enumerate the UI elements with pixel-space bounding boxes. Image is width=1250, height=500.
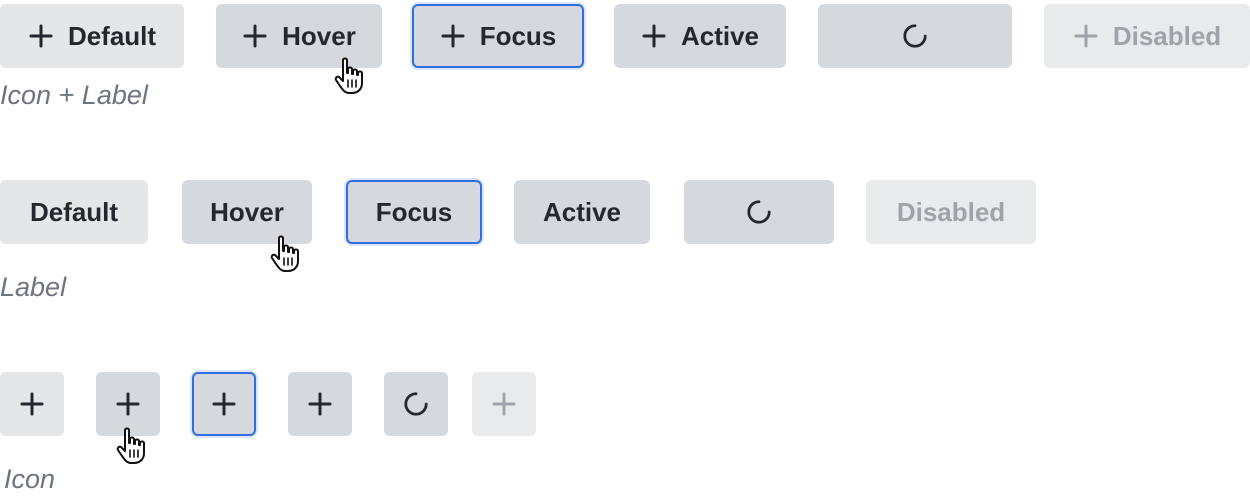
plus-icon — [19, 391, 45, 417]
icon-label-focus-button[interactable]: Focus — [412, 4, 584, 68]
label-loading-button[interactable] — [684, 180, 834, 244]
plus-icon — [641, 23, 667, 49]
button-label: Default — [29, 196, 119, 227]
icon-focus-button[interactable] — [192, 372, 256, 436]
button-label: Focus — [479, 20, 557, 51]
spinner-icon — [746, 199, 772, 225]
row-caption-label: Label — [0, 272, 67, 302]
spinner-icon — [403, 391, 429, 417]
plus-icon — [115, 391, 141, 417]
button-label: Active — [680, 20, 760, 51]
spinner-icon — [902, 23, 928, 49]
icon-label-loading-button[interactable] — [818, 4, 1012, 68]
plus-icon — [211, 391, 237, 417]
icon-loading-button[interactable] — [384, 372, 448, 436]
button-label: Hover — [282, 20, 356, 51]
button-label: Hover — [210, 196, 284, 227]
button-label: Default — [67, 20, 157, 51]
button-label: Disabled — [1112, 20, 1222, 51]
plus-icon — [440, 23, 466, 49]
label-default-button[interactable]: Default — [0, 180, 148, 244]
plus-icon — [307, 391, 333, 417]
row-caption-icon: Icon — [4, 464, 56, 494]
label-focus-button[interactable]: Focus — [346, 180, 482, 244]
button-label: Disabled — [896, 196, 1006, 227]
plus-icon — [28, 23, 54, 49]
icon-hover-button[interactable] — [96, 372, 160, 436]
button-label: Active — [542, 196, 622, 227]
plus-icon — [491, 391, 517, 417]
icon-label-hover-button[interactable]: Hover — [216, 4, 382, 68]
icon-default-button[interactable] — [0, 372, 64, 436]
label-hover-button[interactable]: Hover — [182, 180, 312, 244]
plus-icon — [242, 23, 268, 49]
icon-label-disabled-button[interactable]: Disabled — [1044, 4, 1250, 68]
label-disabled-button[interactable]: Disabled — [866, 180, 1036, 244]
label-active-button[interactable]: Active — [514, 180, 650, 244]
plus-icon — [1073, 23, 1099, 49]
icon-label-default-button[interactable]: Default — [0, 4, 184, 68]
button-label: Focus — [375, 196, 453, 227]
row-caption-icon-label: Icon + Label — [0, 80, 148, 110]
icon-label-active-button[interactable]: Active — [614, 4, 786, 68]
icon-disabled-button[interactable] — [472, 372, 536, 436]
icon-active-button[interactable] — [288, 372, 352, 436]
